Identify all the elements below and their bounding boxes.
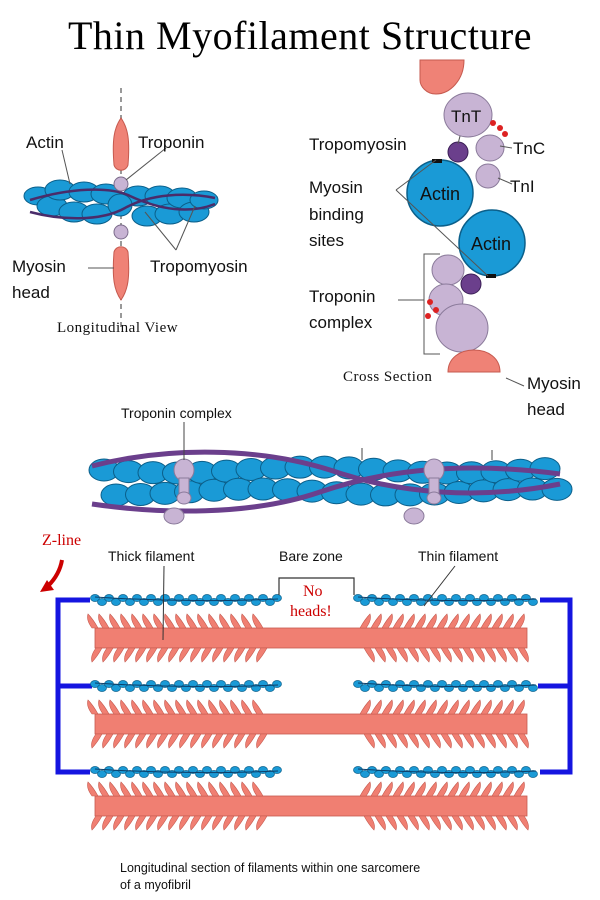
thin-filament	[353, 766, 538, 778]
cross-myosin-head-label-line1: Myosin	[527, 374, 581, 393]
troponin-complex-label-line2: complex	[309, 313, 373, 332]
thick-filament-label: Thick filament	[108, 548, 194, 564]
tropomyosin-label: Tropomyosin	[150, 257, 248, 276]
page-title: Thin Myofilament Structure	[67, 13, 532, 58]
thin-filament-detail: Troponin complex	[88, 405, 573, 525]
no-heads-label-line1: No	[303, 583, 323, 600]
tnt-label: TnT	[451, 107, 481, 126]
actin-label: Actin	[26, 133, 64, 152]
bare-zone-label: Bare zone	[279, 548, 343, 564]
binding-sites-label-line2: binding	[309, 205, 364, 224]
troponin-complex-label: Troponin complex	[121, 405, 232, 421]
troponin-complex-label-line1: Troponin	[309, 287, 375, 306]
thin-filament	[353, 594, 538, 606]
thin-filament	[90, 680, 282, 692]
thick-filament	[87, 781, 529, 831]
troponin-complex-right	[403, 458, 445, 525]
cross-section-caption: Cross Section	[343, 369, 432, 385]
thin-filament-label: Thin filament	[418, 548, 498, 564]
myosin-head-label-line2: head	[12, 283, 50, 302]
thin-filament	[90, 594, 282, 606]
thick-filament	[87, 613, 529, 663]
sarcomere-diagram: Z-line Thick filament Bare zone Thin fil…	[40, 532, 573, 892]
cross-myosin-head-label-line2: head	[527, 400, 565, 419]
z-line-label: Z-line	[42, 532, 81, 549]
cross-section: TnT TnC TnI Tropomyosin Myosin binding s…	[309, 59, 581, 419]
tnc-label: TnC	[513, 139, 545, 158]
thick-filament	[87, 699, 529, 749]
thin-filament	[90, 766, 282, 778]
troponin-label: Troponin	[138, 133, 204, 152]
binding-sites-label-line1: Myosin	[309, 178, 363, 197]
thin-filament	[353, 680, 538, 692]
troponin-complex-left	[163, 458, 195, 525]
actin-upper-label: Actin	[420, 184, 460, 204]
no-heads-label-line2: heads!	[290, 603, 332, 620]
actin-bead-row	[88, 455, 573, 507]
tni-label: TnI	[510, 177, 535, 196]
sarcomere-caption-line2: of a myofibril	[120, 878, 191, 892]
actin-lower-label: Actin	[471, 234, 511, 254]
binding-sites-label-line3: sites	[309, 231, 344, 250]
longitudinal-view-caption: Longitudinal View	[57, 320, 178, 336]
longitudinal-view: Actin Troponin Myosin head Tropomyosin L…	[12, 88, 248, 336]
sarcomere-caption-line1: Longitudinal section of filaments within…	[120, 861, 420, 875]
actin-bead	[541, 477, 573, 501]
cross-tropomyosin-label: Tropomyosin	[309, 135, 407, 154]
myosin-head-label-line1: Myosin	[12, 257, 66, 276]
